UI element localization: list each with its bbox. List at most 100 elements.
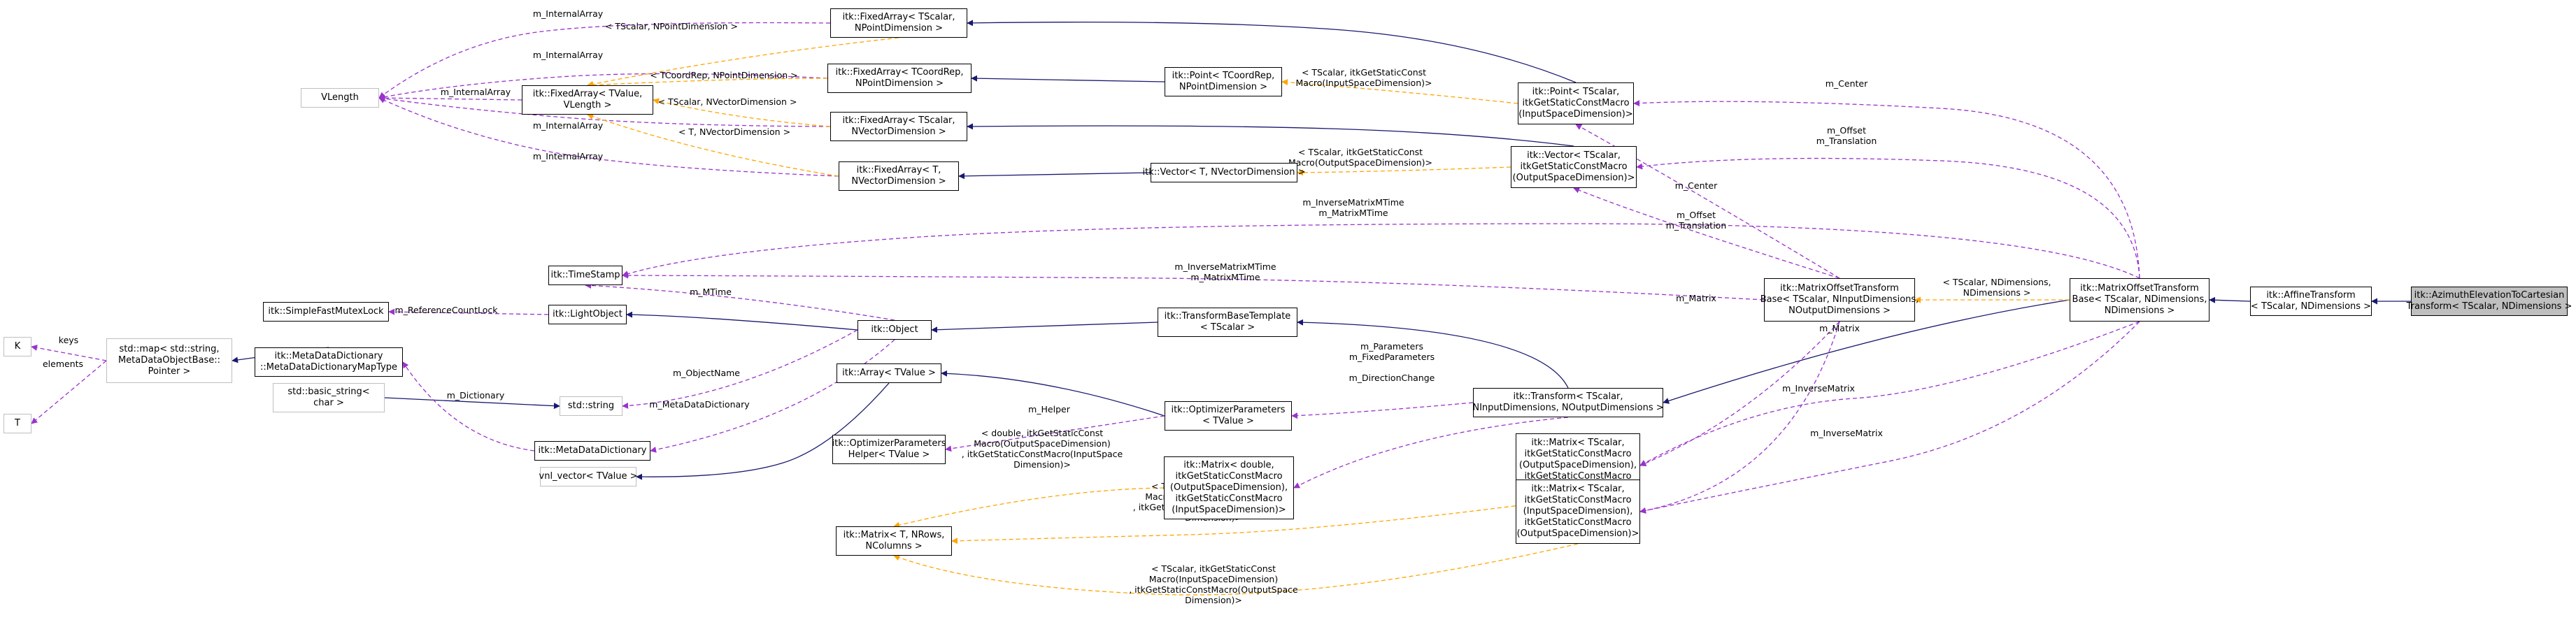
class-node-affine[interactable]: itk::AffineTransform< TScalar, NDimensio… xyxy=(2250,287,2372,316)
class-node-array[interactable]: itk::Array< TValue > xyxy=(837,363,941,383)
class-node-text: itk::MatrixOffsetTransform xyxy=(2080,283,2199,294)
edge-pur-30 xyxy=(1293,417,1569,489)
edge-ora-40 xyxy=(1281,79,1518,104)
class-node-fixed-tcoord[interactable]: itk::FixedArray< TCoordRep,NPointDimensi… xyxy=(827,64,972,93)
class-node-tbt[interactable]: itk::TransformBaseTemplate< TScalar > xyxy=(1158,308,1297,337)
edge-label-line: m_ReferenceCountLock xyxy=(395,305,499,315)
class-node-text: itk::MetaDataDictionary xyxy=(538,445,647,456)
edge-label-line: m_InverseMatrixMTime xyxy=(1174,261,1276,272)
class-node-text: itk::Vector< TScalar, xyxy=(1527,150,1621,161)
class-node-meta-dict[interactable]: itk::MetaDataDictionary xyxy=(534,441,650,461)
edge-label-line: m_InternalArray xyxy=(533,120,604,131)
class-node-vector-t[interactable]: itk::Vector< T, NVectorDimension > xyxy=(1143,163,1305,182)
class-node-text: itkGetStaticConstMacro xyxy=(1524,517,1632,528)
edge-pur-27 xyxy=(1639,321,2140,466)
class-node-text: Base< TScalar, NInputDimensions, xyxy=(1760,294,1919,305)
class-node-text: std::string xyxy=(567,401,615,411)
edge-label-l-invmatrix1: m_InverseMatrix xyxy=(1782,383,1855,394)
edge-label-line: Macro(OutputSpaceDimension)> xyxy=(1288,157,1432,168)
edge-label-line: m_DirectionChange xyxy=(1349,373,1435,383)
edge-label-l-objname: m_ObjectName xyxy=(673,368,740,378)
edge-label-l-keys: keys xyxy=(59,335,78,345)
edge-label-line: m_InverseMatrix xyxy=(1782,383,1855,394)
edge-nav-5 xyxy=(626,311,858,331)
edge-ora-43 xyxy=(587,78,828,89)
edge-label-line: m_InternalArray xyxy=(533,50,604,60)
edge-label-l-refcount: m_ReferenceCountLock xyxy=(395,305,499,315)
class-node-text: itk::FixedArray< T, xyxy=(856,165,941,175)
edge-label-l-dictionary: m_Dictionary xyxy=(447,390,505,401)
class-node-transform[interactable]: itk::Transform< TScalar,NInputDimensions… xyxy=(1472,388,1664,417)
edge-label-line: < TScalar, itkGetStaticConst xyxy=(1298,147,1423,157)
class-node-object[interactable]: itk::Object xyxy=(858,320,932,340)
class-node-text: (InputSpaceDimension)> xyxy=(1172,505,1286,515)
edge-label-l-metadict: m_MetaDataDictionary xyxy=(649,399,750,410)
class-node-std-map[interactable]: std::map< std::string,MetaDataObjectBase… xyxy=(106,338,232,383)
class-node-text: K xyxy=(14,341,21,352)
edge-label-line: < TCoordRep, NPointDimension > xyxy=(650,70,797,80)
class-node-meta-dict-map[interactable]: itk::MetaDataDictionary::MetaDataDiction… xyxy=(255,347,403,377)
edge-pur-33 xyxy=(622,329,858,409)
edge-pur-14 xyxy=(378,22,831,99)
class-node-vlength[interactable]: VLength xyxy=(301,88,379,108)
class-node-fixed-t-nvector[interactable]: itk::FixedArray< T,NVectorDimension > xyxy=(839,161,959,191)
class-node-vnl-vector[interactable]: vnl_vector< TValue > xyxy=(539,467,637,486)
edge-label-line: m_Center xyxy=(1675,180,1718,191)
edge-pur-38 xyxy=(31,360,107,424)
edge-pur-17 xyxy=(378,95,831,127)
class-node-k[interactable]: K xyxy=(3,337,31,356)
class-node-fixed-npoint[interactable]: itk::FixedArray< TScalar,NPointDimension… xyxy=(830,8,967,38)
class-node-fixed-tvalue[interactable]: itk::FixedArray< TValue,VLength > xyxy=(522,85,653,115)
edge-label-l-invmatrix2: m_InverseMatrix xyxy=(1810,428,1883,438)
edge-pur-36 xyxy=(945,415,1165,452)
edge-label-l-matrix2: m_Matrix xyxy=(1819,323,1860,333)
edge-ora-42 xyxy=(587,37,899,87)
class-node-light-object[interactable]: itk::LightObject xyxy=(548,305,627,324)
class-node-point-scalar[interactable]: itk::Point< TScalar,itkGetStaticConstMac… xyxy=(1518,82,1634,124)
edge-label-line: m_MTime xyxy=(690,287,732,297)
class-node-text: itk::Matrix< T, NRows, xyxy=(843,530,945,540)
class-node-text: (InputSpaceDimension), xyxy=(1523,506,1633,517)
class-node-opt-params[interactable]: itk::OptimizerParameters< TValue > xyxy=(1165,401,1292,431)
edge-nav-7 xyxy=(636,382,890,480)
class-node-point-tcoord[interactable]: itk::Point< TCoordRep,NPointDimension > xyxy=(1165,67,1282,96)
edge-pur-24 xyxy=(1573,187,1840,279)
class-node-t[interactable]: T xyxy=(3,414,31,433)
class-node-text: itk::Matrix< double, xyxy=(1183,460,1274,470)
edge-label-line: Dimension)> xyxy=(1013,459,1071,470)
edge-label-line: m_Offset xyxy=(1677,210,1716,220)
class-node-vector-scalar[interactable]: itk::Vector< TScalar,itkGetStaticConstMa… xyxy=(1511,146,1637,188)
class-node-matrix-t[interactable]: itk::Matrix< T, NRows,NColumns > xyxy=(836,526,952,556)
edge-label-line: m_MatrixMTime xyxy=(1318,208,1388,218)
class-node-fast-mutex[interactable]: itk::SimpleFastMutexLock xyxy=(263,302,389,322)
class-node-basic-string[interactable]: std::basic_string<char > xyxy=(273,383,385,412)
edge-label-line: < TScalar, NPointDimension > xyxy=(605,21,738,31)
edges xyxy=(31,20,2411,596)
edge-label-line: m_Helper xyxy=(1028,404,1071,414)
class-node-matrix-double[interactable]: itk::Matrix< double,itkGetStaticConstMac… xyxy=(1164,456,1294,519)
class-node-text: Base< TScalar, NDimensions, xyxy=(2072,294,2207,305)
edge-label-line: < TScalar, itkGetStaticConst xyxy=(1302,67,1426,78)
class-node-text: itk::Point< TScalar, xyxy=(1532,87,1620,97)
edge-label-line: < TScalar, NDimensions, xyxy=(1942,277,2051,287)
edge-label-l-ia2: m_InternalArray xyxy=(533,50,604,60)
class-node-text: itk::Vector< T, NVectorDimension > xyxy=(1142,167,1306,178)
class-node-text: itk::MatrixOffsetTransform xyxy=(1780,283,1899,294)
class-node-time-stamp[interactable]: itk::TimeStamp xyxy=(548,266,622,285)
class-node-matrix-in-out[interactable]: itk::Matrix< TScalar,itkGetStaticConstMa… xyxy=(1516,480,1640,544)
class-node-std-string[interactable]: std::string xyxy=(560,396,622,416)
edge-label-line: m_Translation xyxy=(1816,136,1877,146)
class-node-text: NDimensions > xyxy=(2104,305,2175,316)
class-node-text: itk::OptimizerParameters xyxy=(832,438,946,449)
edge-label-line: m_Matrix xyxy=(1676,293,1716,303)
class-node-fixed-nvector[interactable]: itk::FixedArray< TScalar,NVectorDimensio… xyxy=(830,112,967,141)
class-node-text: (OutputSpaceDimension), xyxy=(1169,482,1288,493)
